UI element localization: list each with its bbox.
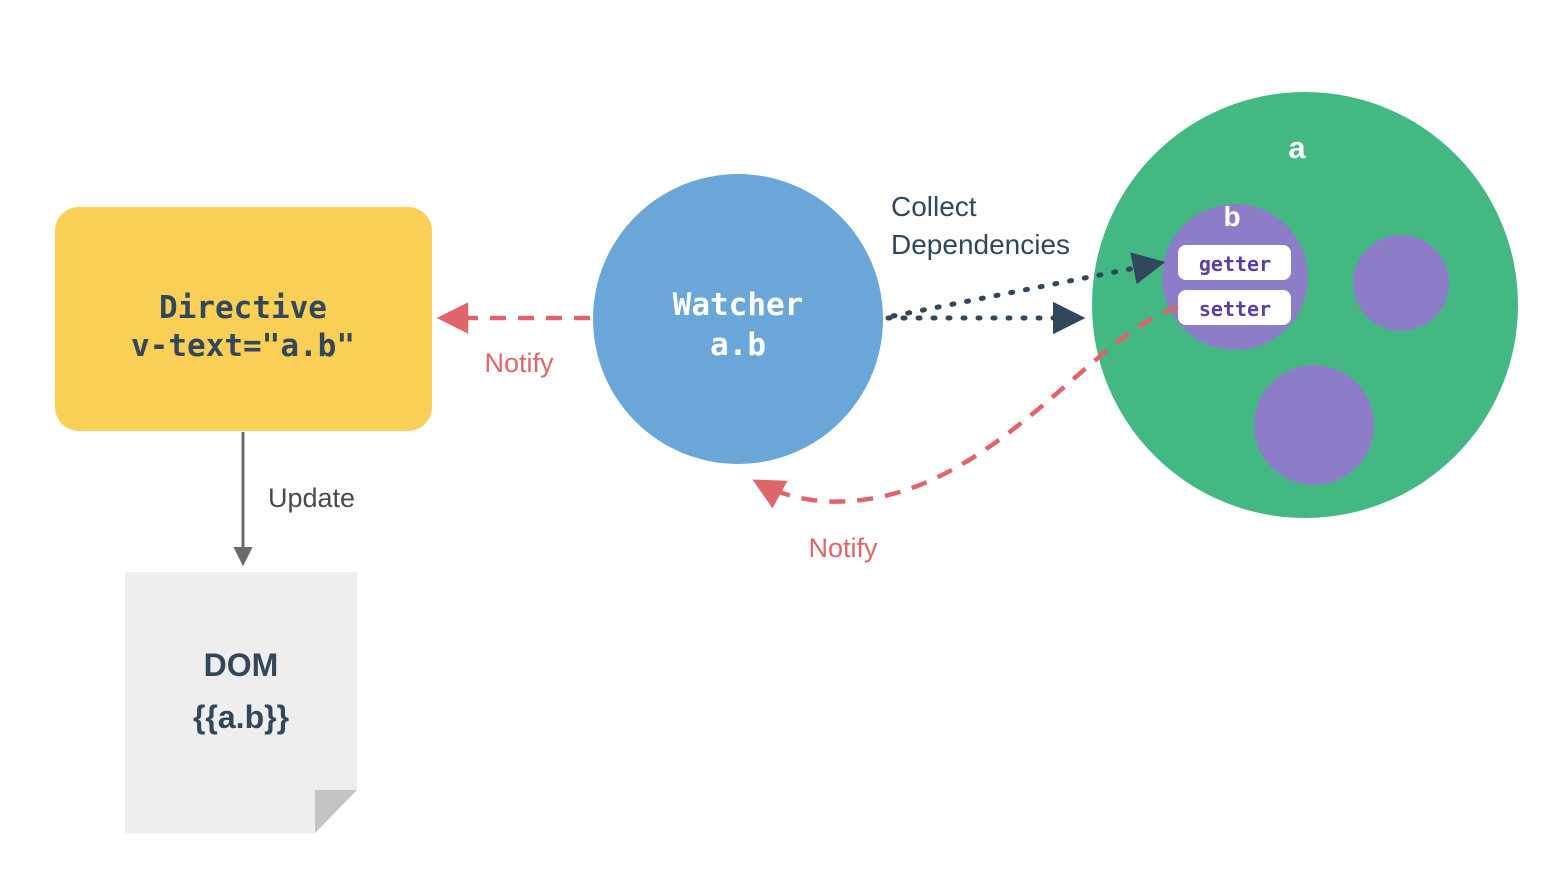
getter-pill-label: getter: [1199, 252, 1271, 276]
collect-dependencies-arrow-getter: [890, 252, 1166, 319]
getter-pill-background: [1178, 245, 1291, 280]
object-a-property-circle-right: [1353, 235, 1449, 331]
object-a-circle: [1092, 92, 1518, 518]
getter-pill[interactable]: getter: [1178, 245, 1291, 280]
notify-watcher-label: Notify: [808, 533, 878, 563]
watcher-circle: [593, 174, 883, 464]
notify-watcher-edge: Notify: [752, 304, 1179, 563]
setter-pill-label: setter: [1199, 297, 1271, 321]
dom-fold-corner-icon: [315, 790, 357, 833]
collect-dependencies-label-line1: Collect: [891, 191, 977, 222]
object-a-node[interactable]: a b getter setter: [1092, 92, 1518, 518]
dom-node[interactable]: DOM {{a.b}}: [125, 572, 357, 833]
setter-pill-background: [1178, 290, 1291, 325]
object-a-label: a: [1288, 130, 1306, 165]
directive-node[interactable]: Directive v-text="a.b": [55, 207, 432, 431]
watcher-node[interactable]: Watcher a.b: [593, 174, 883, 464]
directive-expression: v-text="a.b": [131, 328, 355, 364]
setter-pill[interactable]: setter: [1178, 290, 1291, 325]
dom-title: DOM: [204, 647, 279, 683]
dom-interpolation: {{a.b}}: [193, 699, 289, 735]
collect-dependencies-edge: Collect Dependencies: [885, 191, 1166, 335]
watcher-title: Watcher: [673, 287, 804, 323]
directive-title: Directive: [159, 290, 327, 326]
object-a-property-circle-bottom: [1254, 365, 1374, 485]
directive-box: [55, 207, 432, 431]
collect-dependencies-label-line2: Dependencies: [891, 229, 1070, 260]
update-edge: Update: [233, 432, 355, 567]
notify-directive-label: Notify: [484, 348, 554, 378]
object-b-label: b: [1223, 201, 1240, 232]
dom-document-shape: [125, 572, 357, 833]
notify-watcher-arrow: [752, 304, 1179, 509]
object-b-node[interactable]: b getter setter: [1162, 201, 1308, 350]
watcher-expression: a.b: [710, 327, 766, 363]
update-label: Update: [268, 483, 355, 513]
notify-directive-edge: Notify: [436, 302, 590, 378]
